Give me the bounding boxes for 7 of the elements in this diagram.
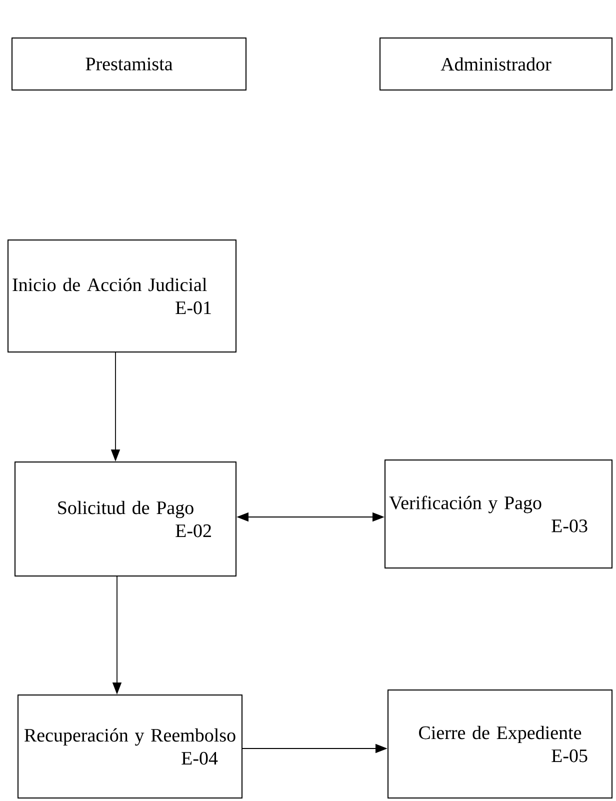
process-box: Verificación y Pago E-03 bbox=[384, 460, 612, 568]
process-box: Administrador bbox=[380, 38, 612, 90]
process-box: Inicio de Acción Judicial E-01 bbox=[8, 240, 236, 352]
process-box: Cierre de Expediente E-05 bbox=[388, 690, 612, 798]
process-box: Solicitud de Pago E-02 bbox=[14, 462, 236, 576]
process-box: Recuperación y Reembolso E-04 bbox=[18, 694, 242, 798]
process-box: Prestamista bbox=[12, 38, 246, 90]
